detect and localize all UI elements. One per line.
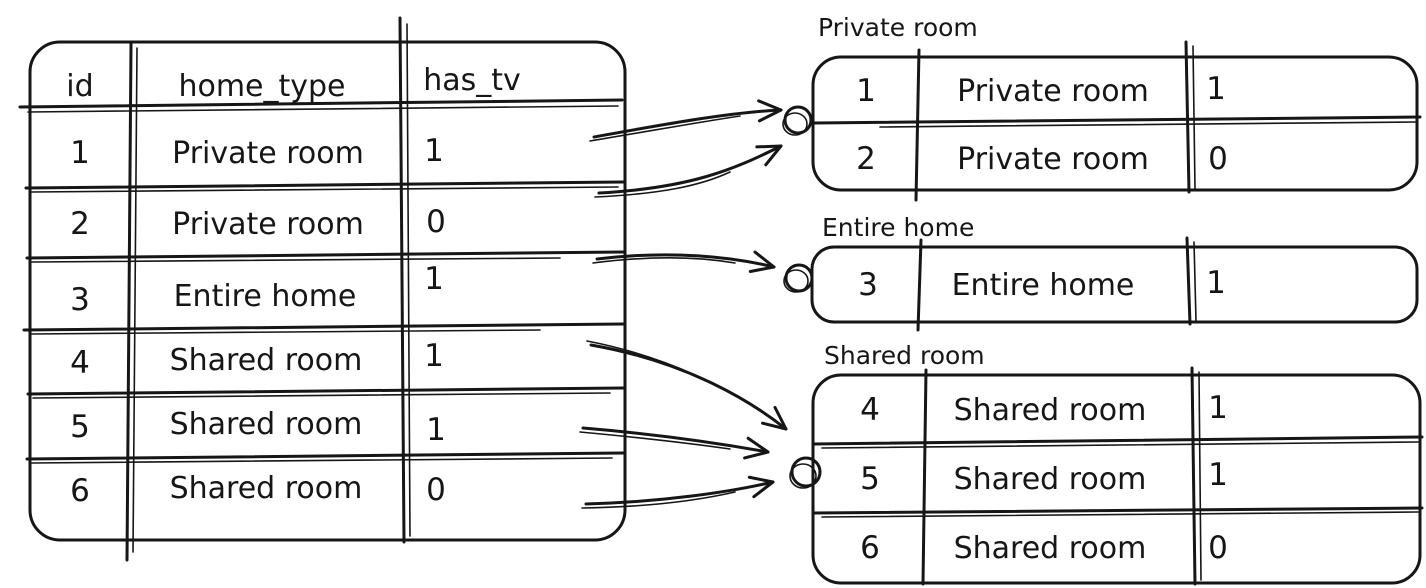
group-column-divider <box>1190 366 1202 586</box>
cell-id: 6 <box>860 530 880 566</box>
group-table-border <box>810 245 1419 324</box>
cell-hastv: 0 <box>1208 530 1228 566</box>
source-table-column-divider-hastv <box>398 16 411 544</box>
source-table: id home_type has_tv 1 Private room 1 2 P… <box>18 16 627 562</box>
cell-hometype: Shared room <box>170 471 363 506</box>
cell-id: 2 <box>856 141 876 177</box>
cell-hastv: 0 <box>426 204 446 240</box>
cell-hometype: Entire home <box>174 279 357 314</box>
table-row: 3 Entire home 1 <box>70 261 444 318</box>
cell-hometype: Shared room <box>954 393 1147 428</box>
source-table-row-divider <box>24 180 625 193</box>
table-row: 5 Shared room 1 <box>860 457 1228 497</box>
group-label-shared-room: Shared room <box>824 341 985 370</box>
cell-hastv: 1 <box>1208 390 1228 426</box>
group-label-private-room: Private room <box>818 13 978 42</box>
table-row: 6 Shared room 0 <box>70 471 446 509</box>
arrows <box>579 99 788 509</box>
cell-hastv: 1 <box>424 338 444 374</box>
group-column-divider <box>1184 40 1196 194</box>
source-table-row-divider <box>22 322 625 335</box>
cell-hometype: Shared room <box>954 462 1147 497</box>
arrow-row2-to-private-room <box>594 144 783 198</box>
cell-id: 4 <box>70 345 90 381</box>
cell-id: 3 <box>858 267 878 303</box>
group-column-divider <box>914 48 921 202</box>
cell-hometype: Shared room <box>170 343 363 378</box>
table-row: 1 Private room 1 <box>70 133 444 171</box>
group-anchor-circle <box>789 456 822 489</box>
table-row: 2 Private room 0 <box>856 141 1228 177</box>
cell-hastv: 1 <box>1208 457 1228 493</box>
group-row-divider <box>812 506 1424 518</box>
cell-hometype: Private room <box>957 74 1149 109</box>
table-row: 6 Shared room 0 <box>860 530 1228 566</box>
arrow-row5-to-shared-room <box>579 426 770 460</box>
cell-id: 6 <box>70 473 90 509</box>
cell-id: 3 <box>70 282 90 318</box>
group-table-border <box>811 373 1422 585</box>
cell-hastv: 0 <box>1208 141 1228 177</box>
group-anchor-circle <box>783 263 814 293</box>
cell-id: 5 <box>860 461 880 497</box>
table-row: 4 Shared room 1 <box>70 338 444 381</box>
table-row: 4 Shared room 1 <box>860 390 1228 428</box>
cell-hometype: Private room <box>957 142 1149 177</box>
cell-id: 2 <box>70 206 90 242</box>
cell-hastv: 0 <box>426 472 446 508</box>
column-header-hometype: home_type <box>178 69 345 104</box>
source-table-header-divider <box>18 98 624 113</box>
arrow-row6-to-shared-room <box>581 475 775 509</box>
group-anchor-circle <box>782 105 813 136</box>
cell-hometype: Entire home <box>952 268 1135 303</box>
cell-hastv: 1 <box>424 133 444 169</box>
group-label-entire-home: Entire home <box>822 213 974 242</box>
group-column-divider <box>921 368 928 586</box>
column-header-id: id <box>66 69 93 104</box>
cell-hometype: Private room <box>172 207 364 242</box>
group-column-divider <box>916 238 923 332</box>
source-table-row-divider <box>25 451 625 464</box>
table-row: 3 Entire home 1 <box>858 265 1226 303</box>
source-table-column-divider-id <box>125 42 138 562</box>
group-row-divider <box>812 435 1424 449</box>
arrow-row4-to-shared-room <box>586 340 788 431</box>
cell-id: 1 <box>856 73 876 109</box>
source-table-row-divider <box>25 250 625 263</box>
arrow-row3-to-entire-home <box>592 250 776 274</box>
cell-hastv: 1 <box>1206 265 1226 301</box>
arrow-row1-to-private-room <box>589 99 783 142</box>
cell-hometype: Shared room <box>170 407 363 442</box>
group-table-shared-room: Shared room 4 Shared room 1 5 Shared roo… <box>789 341 1424 586</box>
table-row: 1 Private room 1 <box>856 71 1226 109</box>
group-row-divider <box>812 115 1422 128</box>
cell-id: 4 <box>860 392 880 428</box>
group-table-entire-home: Entire home 3 Entire home 1 <box>783 213 1419 332</box>
column-header-hastv: has_tv <box>423 63 521 98</box>
cell-hometype: Shared room <box>954 531 1147 566</box>
group-table-private-room: Private room 1 Private room 1 2 Private … <box>782 13 1422 202</box>
table-row: 2 Private room 0 <box>70 204 446 242</box>
cell-id: 1 <box>70 135 90 171</box>
cell-hastv: 1 <box>1206 71 1226 107</box>
cell-hastv: 1 <box>424 261 444 297</box>
table-row: 5 Shared room 1 <box>70 407 446 448</box>
group-column-divider <box>1185 236 1197 326</box>
source-table-row-divider <box>26 386 625 399</box>
source-table-border <box>28 40 627 542</box>
cell-hometype: Private room <box>172 136 364 171</box>
cell-hastv: 1 <box>426 412 446 448</box>
cell-id: 5 <box>70 409 90 445</box>
